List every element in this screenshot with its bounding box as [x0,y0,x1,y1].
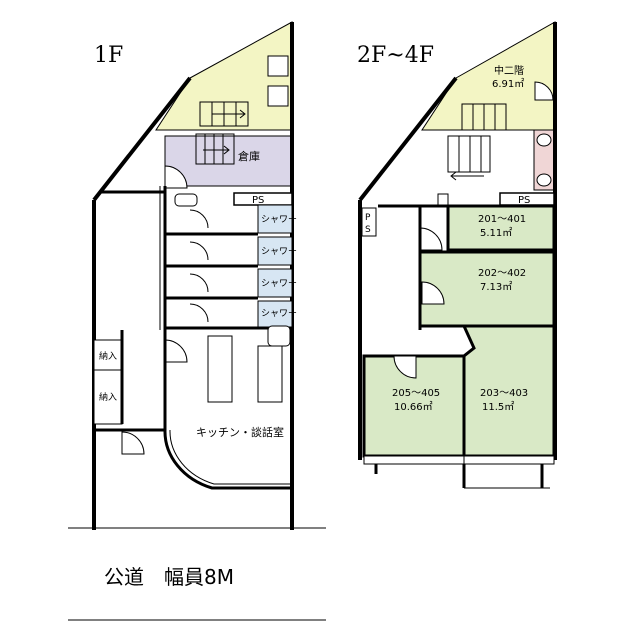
room-203-403-area: 11.5㎡ [482,401,514,413]
stairs-1f-lower [195,133,235,165]
storage-label: 倉庫 [238,149,260,163]
road-label: 公道 幅員8M [104,565,234,589]
shower-label-3: シャワー [261,279,297,289]
room-203-403-number: 203～403 [480,388,528,399]
floor-2-4-title: 2F~4F [357,43,434,68]
stairs-2-4 [447,103,507,181]
room-205-405-area: 10.66㎡ [394,401,433,413]
shower-label-2: シャワー [261,247,297,257]
room-201-401 [446,204,556,252]
ps-vertical-s: S [365,225,371,235]
mezzanine-label: 中二階 [494,64,524,77]
mezzanine-area-value: 6.91㎡ [492,78,524,90]
storage-room [164,135,293,187]
room-202-402-area: 7.13㎡ [480,281,512,293]
room-202-402-number: 202～402 [478,268,526,279]
stairs-1f-upper [199,101,249,127]
closet-label-2: 納入 [99,391,117,403]
shower-label-4: シャワー [261,309,297,319]
closets [93,330,124,425]
floor-2-4-plan: 中二階 6.91㎡ PS P S [358,21,557,489]
shower-label-1: シャワー [261,215,297,225]
ps-box-vertical [361,207,377,237]
mezzanine-area [421,21,556,131]
room-201-401-number: 201～401 [478,214,526,225]
kitchen-label: キッチン・談話室 [196,425,284,439]
ps-label-2-4: PS [518,195,530,206]
floor-1-title: 1F [94,43,123,68]
floor-1-plan: 倉庫 PS [92,21,297,530]
closet-label-1: 納入 [99,350,117,362]
room-205-405-number: 205～405 [392,388,440,399]
room-201-401-area: 5.11㎡ [480,227,512,239]
ps-vertical-p: P [365,213,371,223]
ps-label-1f: PS [252,195,264,206]
